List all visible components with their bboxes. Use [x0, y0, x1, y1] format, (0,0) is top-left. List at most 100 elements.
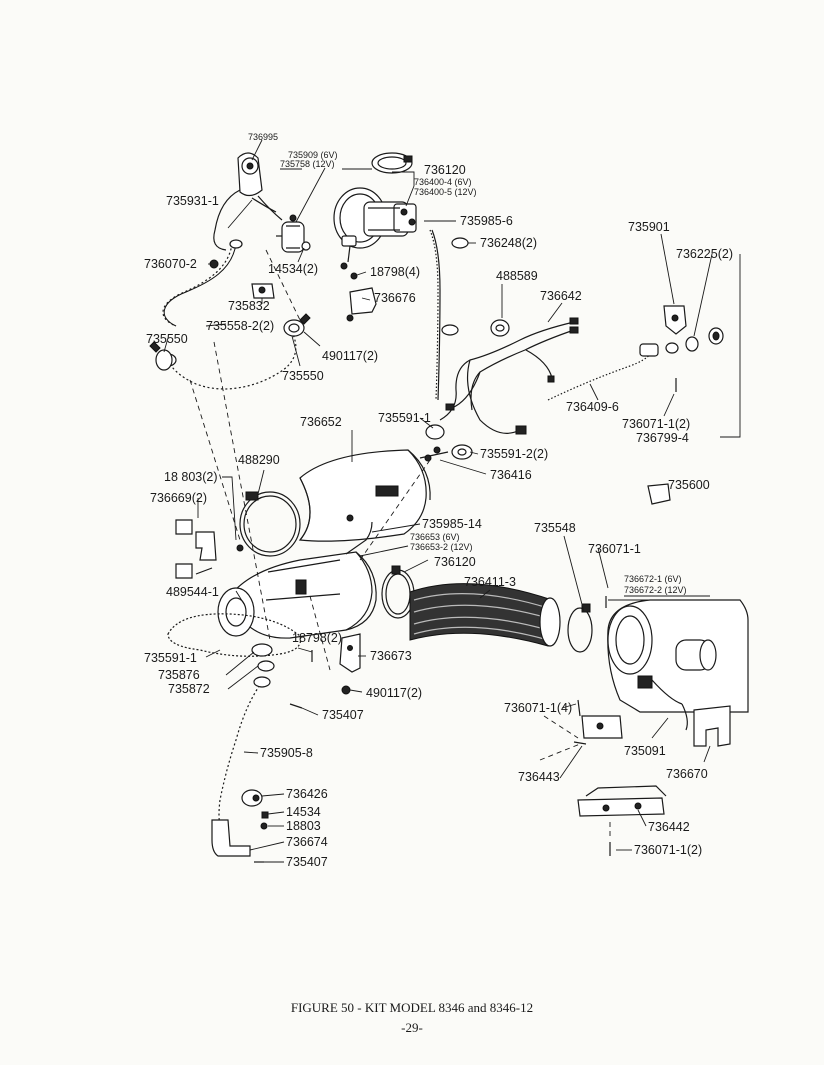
- label-736120-top: 736120: [424, 163, 466, 177]
- nut-490117-drawing: [341, 685, 351, 695]
- label-490117-2-bottom: 490117(2): [366, 686, 422, 700]
- figure-caption: FIGURE 50 - KIT MODEL 8346 and 8346-12: [290, 1000, 534, 1015]
- bracket-736676-drawing: [340, 262, 377, 322]
- label-735832: 735832: [228, 299, 270, 313]
- label-736409-6: 736409-6: [566, 400, 619, 414]
- washer-14534-drawing: [261, 811, 269, 819]
- label-736669-2: 736669(2): [150, 491, 207, 505]
- label-736672-2: 736672-2 (12V): [624, 585, 687, 595]
- assembly-line: [189, 379, 241, 541]
- label-736248: 736248(2): [480, 236, 537, 250]
- washer-735872-drawing: [257, 660, 275, 672]
- washer-735876-drawing: [251, 643, 273, 657]
- assembly-line: [309, 595, 331, 671]
- cable-736409-6-drawing: [547, 327, 724, 401]
- knob-wire: [213, 189, 241, 251]
- page-number: -29-: [401, 1020, 423, 1035]
- label-18803: 18803: [286, 819, 321, 833]
- label-736442: 736442: [648, 820, 690, 834]
- label-18798-4: 18798(4): [370, 265, 420, 279]
- assembly-line: [359, 459, 431, 561]
- clamp-735548-drawing: [567, 603, 593, 653]
- label-735758: 735758 (12V): [280, 159, 335, 169]
- label-735407-mid: 735407: [322, 708, 364, 722]
- bracket-735832-drawing: [251, 283, 275, 299]
- label-735901: 735901: [628, 220, 670, 234]
- elbow-736674-drawing: [211, 819, 251, 857]
- grommet-736248-drawing: [451, 237, 469, 249]
- label-735931-1: 735931-1: [166, 194, 219, 208]
- label-736120-mid: 736120: [434, 555, 476, 569]
- grommet-488589-drawing: [490, 319, 510, 337]
- screw-18803-lower-drawing: [260, 822, 268, 830]
- part-labels: 736995 735909 (6V) 735758 (12V) 736120 7…: [144, 132, 733, 869]
- bracket-736673-drawing: [339, 633, 361, 673]
- label-736225: 736225(2): [676, 247, 733, 261]
- clamp-736426-drawing: [241, 789, 263, 807]
- label-736071-1-2-bottom: 736071-1(2): [634, 843, 702, 857]
- label-735985-14: 735985-14: [422, 517, 482, 531]
- label-736653: 736653 (6V): [410, 532, 460, 542]
- wire-735091-drawing: [681, 703, 688, 731]
- label-735909: 735909 (6V): [288, 150, 338, 160]
- knob-wire-2: [257, 195, 283, 221]
- label-735591-1-bottom: 735591-1: [144, 651, 197, 665]
- grommet-735591-1-drawing: [425, 424, 445, 454]
- part-735600-drawing: [647, 483, 671, 505]
- label-736653-2: 736653-2 (12V): [410, 542, 473, 552]
- label-14534-2: 14534(2): [268, 262, 318, 276]
- label-736071-1-2-top: 736071-1(2): [622, 417, 690, 431]
- label-736411-3: 736411-3: [464, 575, 516, 589]
- label-736995: 736995: [248, 132, 278, 142]
- label-736070-2: 736070-2: [144, 257, 197, 271]
- label-490117-2-top: 490117(2): [322, 349, 378, 363]
- label-735591-2: 735591-2(2): [480, 447, 548, 461]
- leader-lines: [163, 139, 741, 863]
- label-736672-1: 736672-1 (6V): [624, 574, 682, 584]
- label-736071-1: 736071-1: [588, 542, 641, 556]
- label-736400-4: 736400-4 (6V): [414, 177, 472, 187]
- label-736416: 736416: [490, 468, 532, 482]
- clamp-736120-top-drawing: [371, 152, 413, 174]
- label-736400-5: 736400-5 (12V): [414, 187, 477, 197]
- label-735407-bottom: 735407: [286, 855, 328, 869]
- bracket-736442-drawing: [577, 785, 667, 817]
- clip-736670-drawing: [693, 705, 731, 747]
- label-735591-1-top: 735591-1: [378, 411, 431, 425]
- label-18798-2: 18798(2): [292, 631, 342, 645]
- clamp-735550-left-drawing: [149, 341, 173, 371]
- heater-shroud-736652-drawing: [298, 449, 431, 542]
- fuel-line-735985-6-drawing: [429, 229, 439, 401]
- label-735091: 735091: [624, 744, 666, 758]
- label-736426: 736426: [286, 787, 328, 801]
- label-735600: 735600: [668, 478, 710, 492]
- label-735985-6: 735985-6: [460, 214, 513, 228]
- bracket-736443-drawing: [573, 699, 623, 745]
- label-736676: 736676: [374, 291, 416, 305]
- thermostat-knob-drawing: [237, 152, 277, 213]
- label-735905-8: 735905-8: [260, 746, 313, 760]
- bracket-735901-drawing: [663, 305, 687, 335]
- fuel-pump-drawing: [333, 187, 417, 263]
- label-735872: 735872: [168, 682, 210, 696]
- label-736673: 736673: [370, 649, 412, 663]
- clamp-488290-drawing: [239, 491, 301, 557]
- fuel-line-outline: [431, 229, 441, 401]
- label-735548: 735548: [534, 521, 576, 535]
- screw-18803-drawing: [236, 544, 244, 552]
- label-736443: 736443: [518, 770, 560, 784]
- label-736642: 736642: [540, 289, 582, 303]
- label-488589: 488589: [496, 269, 538, 283]
- label-735876: 735876: [158, 668, 200, 682]
- assembly-line: [213, 341, 271, 641]
- fitting-735591-2-drawing: [419, 444, 473, 462]
- lower-flex-conduit-drawing: [218, 676, 271, 827]
- label-18803-2: 18 803(2): [164, 470, 218, 484]
- relay-switch-drawing: [276, 214, 311, 253]
- label-488290: 488290: [238, 453, 280, 467]
- flex-duct-736411-3-drawing: [409, 583, 561, 647]
- bracket-736669-drawing: [175, 519, 217, 579]
- assembly-line: [539, 743, 581, 761]
